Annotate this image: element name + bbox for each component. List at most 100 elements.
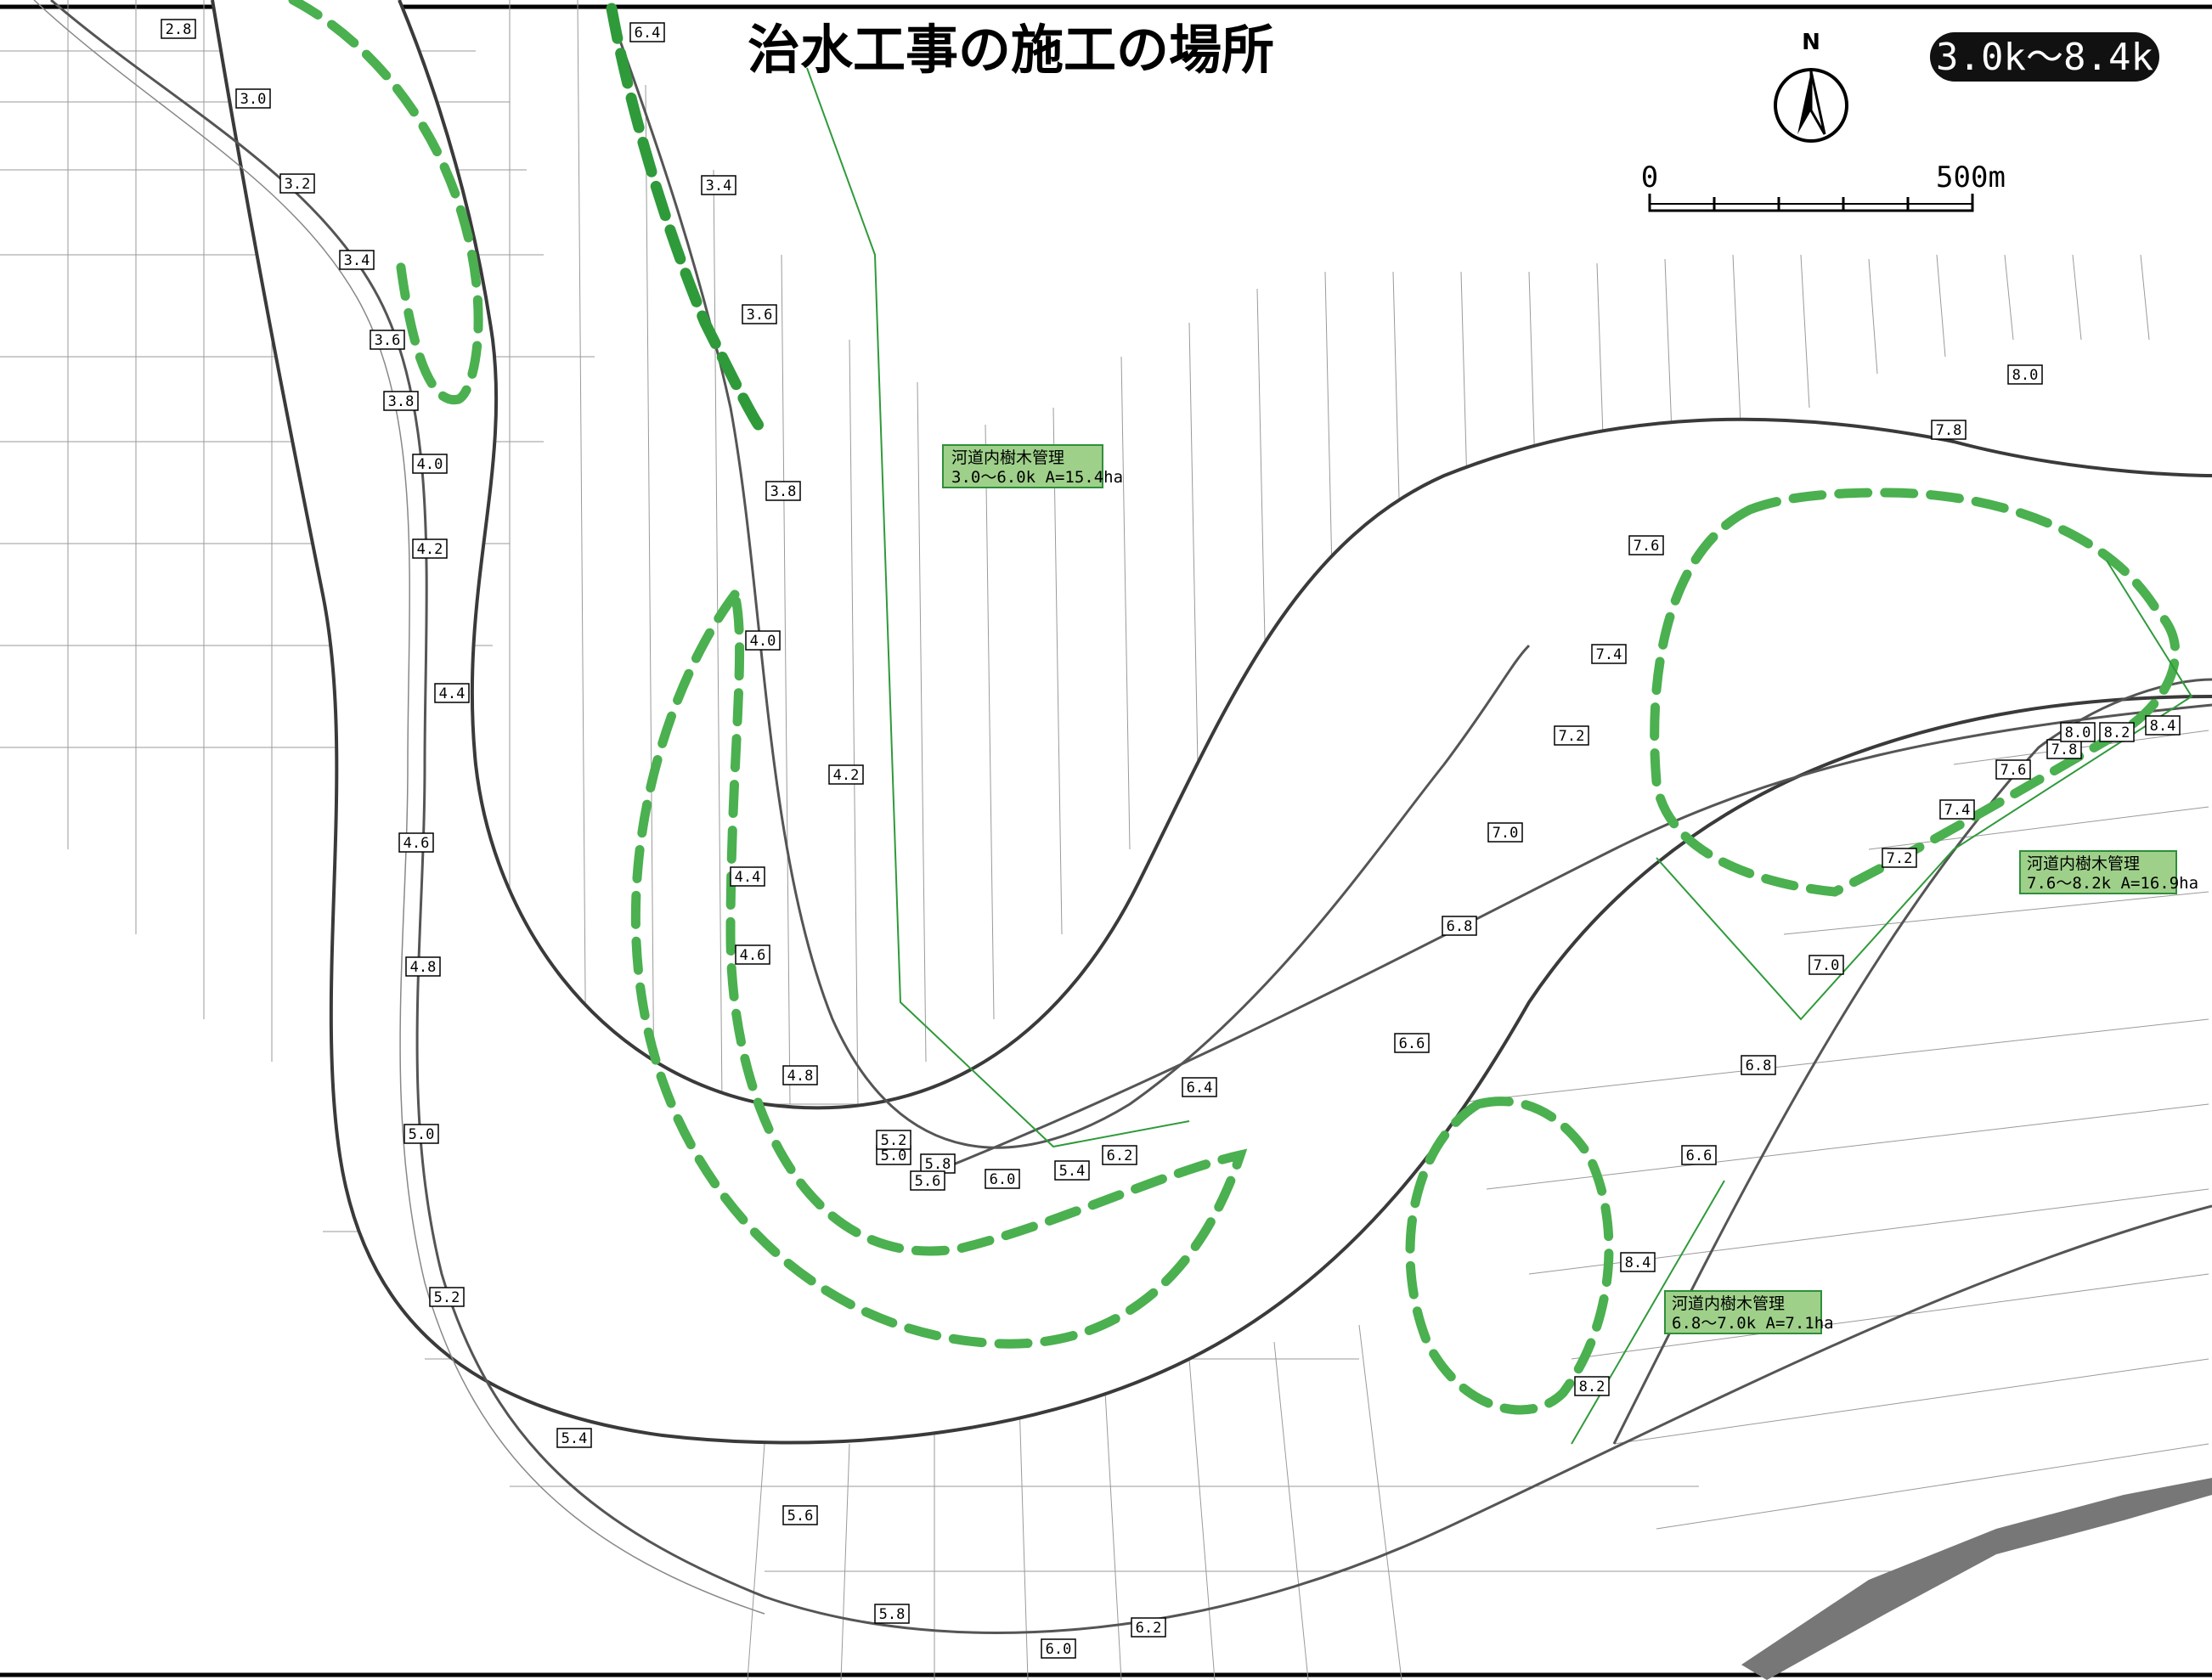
km-marker: 6.0 (1041, 1638, 1076, 1659)
km-marker: 3.4 (339, 250, 375, 270)
km-marker-label: 4.8 (410, 959, 437, 976)
km-marker: 5.2 (429, 1287, 465, 1307)
km-marker-label: 6.2 (1107, 1147, 1133, 1164)
km-marker: 7.4 (1939, 799, 1975, 820)
map-title: 治水工事の施工の場所 (748, 19, 1274, 81)
km-marker-box (412, 454, 448, 474)
km-marker-label: 6.6 (1399, 1035, 1425, 1052)
km-marker-label: 4.8 (787, 1068, 814, 1085)
annotation-7-6-8-2-line1: 河道内樹木管理 (2027, 854, 2140, 873)
km-marker-label: 5.4 (561, 1430, 588, 1447)
km-marker-label: 5.6 (915, 1173, 941, 1190)
km-marker: 3.0 (235, 88, 271, 109)
km-marker: 6.4 (1182, 1077, 1217, 1097)
km-marker: 6.6 (1681, 1145, 1717, 1165)
km-marker: 7.4 (1591, 644, 1627, 664)
km-marker-label: 6.8 (1746, 1057, 1772, 1074)
km-marker-label: 6.0 (1046, 1641, 1072, 1658)
km-marker-box (745, 630, 781, 651)
km-marker-label: 4.6 (740, 947, 766, 964)
work-area-6-8 (1405, 1097, 1614, 1415)
km-marker: 4.8 (782, 1065, 818, 1085)
km-marker: 8.0 (2007, 364, 2043, 385)
km-marker-label: 7.8 (1936, 422, 1962, 439)
km-marker-label: 7.2 (1559, 728, 1585, 745)
km-marker: 6.2 (1131, 1617, 1166, 1638)
work-areas (288, 0, 2181, 1415)
km-marker-label: 4.0 (750, 633, 776, 650)
km-marker-box (339, 250, 375, 270)
right-bank (398, 0, 2212, 1110)
km-marker-box (1620, 1252, 1656, 1272)
km-marker-label: 5.0 (881, 1147, 907, 1164)
north-arrow-needle-outline-icon (1809, 70, 1826, 135)
km-marker-box (910, 1170, 945, 1191)
km-marker-label: 2.8 (166, 21, 192, 38)
annotation-6-8-7-0: 河道内樹木管理 6.8～7.0k A=7.1ha (1664, 1290, 1834, 1334)
km-marker-label: 4.2 (833, 767, 860, 784)
km-marker-box (765, 481, 801, 501)
km-marker: 5.6 (782, 1505, 818, 1525)
km-marker-label: 4.0 (417, 456, 443, 473)
km-marker-label: 4.2 (417, 541, 443, 558)
km-marker: 4.8 (405, 956, 441, 977)
km-marker: 7.8 (2046, 739, 2082, 759)
north-arrow-label: N (1802, 30, 1820, 55)
north-arrow: N (1774, 30, 1848, 143)
annotation-3-0-6-0-line1: 河道内樹木管理 (951, 448, 1064, 467)
km-marker: 7.0 (1487, 822, 1523, 843)
km-marker-box (1131, 1617, 1166, 1638)
km-marker: 8.2 (1574, 1376, 1610, 1396)
km-marker: 7.6 (1628, 535, 1664, 555)
km-marker-box (1809, 955, 1844, 975)
km-marker-box (556, 1428, 592, 1448)
km-marker-box (405, 956, 441, 977)
annotation-7-6-8-2-box (2019, 850, 2177, 894)
km-marker: 8.0 (2060, 722, 2096, 742)
km-marker-box (1574, 1376, 1610, 1396)
km-marker-box (701, 175, 736, 195)
km-marker: 3.4 (701, 175, 736, 195)
km-marker-label: 8.2 (2104, 724, 2130, 741)
km-marker-box (1487, 822, 1523, 843)
km-marker-box (985, 1169, 1020, 1189)
km-marker-box (1741, 1055, 1776, 1075)
scale-bar: 0 500m (1641, 161, 2006, 212)
km-marker: 3.8 (383, 391, 419, 411)
km-marker-box (161, 19, 196, 39)
km-marker-label: 5.8 (925, 1156, 951, 1173)
km-marker-label: 8.2 (1579, 1378, 1605, 1395)
km-marker-label: 5.0 (409, 1126, 435, 1143)
work-area-7-6 (1650, 488, 2181, 897)
km-marker-label: 5.2 (434, 1289, 460, 1306)
km-marker: 5.8 (874, 1604, 910, 1624)
km-marker: 5.6 (910, 1170, 945, 1191)
km-marker-box (735, 944, 770, 965)
km-marker: 5.4 (1054, 1160, 1090, 1181)
annotation-7-6-8-2: 河道内樹木管理 7.6～8.2k A=16.9ha (2019, 850, 2198, 894)
km-marker-box (370, 330, 405, 350)
km-marker-box (1182, 1077, 1217, 1097)
km-marker-label: 4.6 (403, 835, 430, 852)
km-marker-label: 6.0 (990, 1171, 1016, 1188)
km-marker: 3.6 (742, 304, 777, 324)
km-marker-box (398, 832, 434, 853)
km-marker: 5.0 (403, 1124, 439, 1144)
km-marker-label: 3.8 (388, 393, 415, 410)
km-marker: 7.2 (1554, 725, 1589, 746)
annotation-3-0-6-0: 河道内樹木管理 3.0～6.0k A=15.4ha (942, 444, 1123, 488)
km-marker-label: 8.4 (1625, 1254, 1651, 1271)
km-marker: 5.0 (876, 1145, 911, 1165)
km-marker-label: 6.6 (1686, 1147, 1713, 1164)
annotation-6-8-7-0-box (1664, 1290, 1822, 1334)
km-marker-label: 8.0 (2012, 367, 2039, 384)
scale-end-label: 500m (1936, 161, 2006, 194)
km-marker-label: 7.2 (1887, 850, 1913, 867)
km-marker: 4.6 (398, 832, 434, 853)
roads (33, 0, 2212, 1680)
km-marker: 2.8 (161, 19, 196, 39)
km-marker-box (2007, 364, 2043, 385)
km-marker: 4.4 (434, 683, 470, 703)
km-marker-box (1591, 644, 1627, 664)
